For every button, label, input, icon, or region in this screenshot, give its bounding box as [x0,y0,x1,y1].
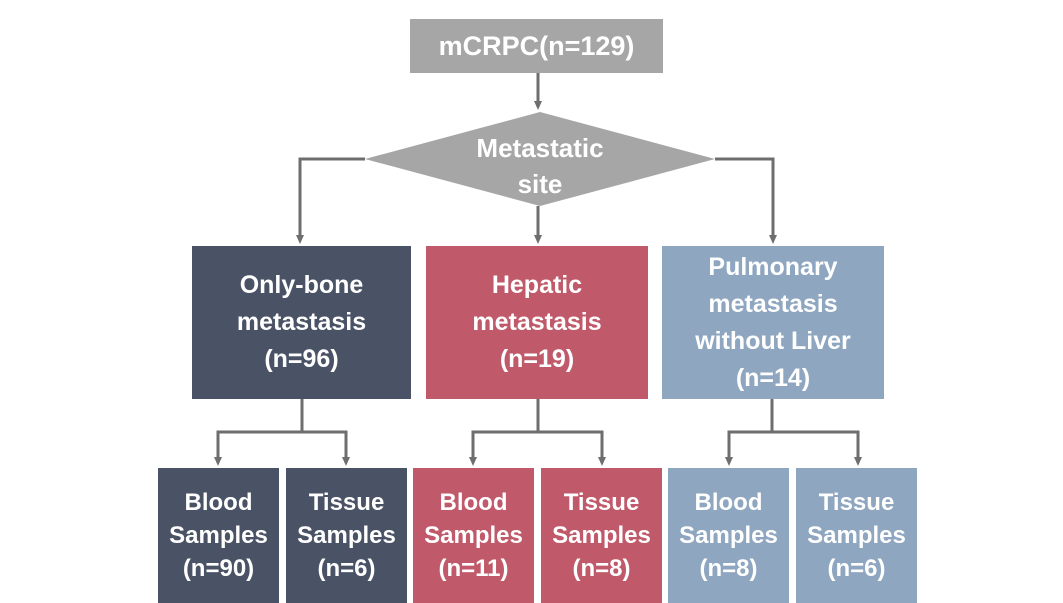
decision-label: Metastatic site [440,130,640,202]
leaf-line: (n=6) [827,555,886,582]
root-node-label: mCRPC(n=129) [438,30,635,61]
leaf-node-pulmonary-blood: Blood Samples (n=8) [668,468,789,603]
category-node-only-bone: Only-bone metastasis (n=96) [192,246,411,399]
category-line: Pulmonary [708,252,838,281]
connector-decision-to-only-bone [296,157,365,244]
category-line: without Liver [695,326,851,355]
category-node-pulmonary: Pulmonary metastasis without Liver (n=14… [662,246,884,399]
leaf-node-only-bone-tissue: Tissue Samples (n=6) [286,468,407,603]
leaf-line: Samples [169,522,268,549]
leaf-line: Samples [552,522,651,549]
category-line: Hepatic [491,271,583,299]
leaf-node-pulmonary-tissue: Tissue Samples (n=6) [796,468,917,603]
leaf-line: Blood [184,489,253,516]
leaf-line: Tissue [308,489,385,516]
leaf-line: (n=6) [317,555,376,582]
category-line: metastasis [472,308,602,336]
leaf-line: (n=11) [438,555,509,582]
category-line: (n=19) [499,345,575,373]
leaf-line: Tissue [563,489,640,516]
connector-pulmonary-to-blood [725,430,772,466]
leaf-line: (n=8) [699,555,758,582]
category-line: (n=96) [264,345,339,373]
leaf-line: Blood [694,489,763,516]
category-line: Only-bone [239,271,364,299]
leaf-line: Samples [297,522,396,549]
leaf-line: (n=8) [572,555,631,582]
leaf-node-only-bone-blood: Blood Samples (n=90) [158,468,279,603]
connector-hepatic-to-tissue [538,430,606,466]
connector-decision-to-pulmonary [715,157,777,244]
connector-only-bone-to-blood [214,430,302,466]
leaf-line: Samples [807,522,906,549]
root-node: mCRPC(n=129) [410,19,663,73]
connector-only-bone-to-tissue [302,430,350,466]
category-line: metastasis [708,289,838,318]
leaf-node-hepatic-tissue: Tissue Samples (n=8) [541,468,662,603]
decision-diamond [365,112,715,206]
category-line: metastasis [236,308,367,336]
leaf-line: Blood [439,489,508,516]
leaf-line: Samples [424,522,523,549]
decision-label-line-1: Metastatic [476,133,604,163]
leaf-line: Samples [679,522,778,549]
category-node-hepatic: Hepatic metastasis (n=19) [426,246,648,399]
leaf-line: (n=90) [182,555,255,582]
connector-pulmonary-to-tissue [772,430,862,466]
category-line: (n=14) [735,363,811,392]
decision-label-line-2: site [517,169,563,199]
leaf-node-hepatic-blood: Blood Samples (n=11) [413,468,534,603]
connector-hepatic-to-blood [469,430,538,466]
leaf-line: Tissue [818,489,895,516]
